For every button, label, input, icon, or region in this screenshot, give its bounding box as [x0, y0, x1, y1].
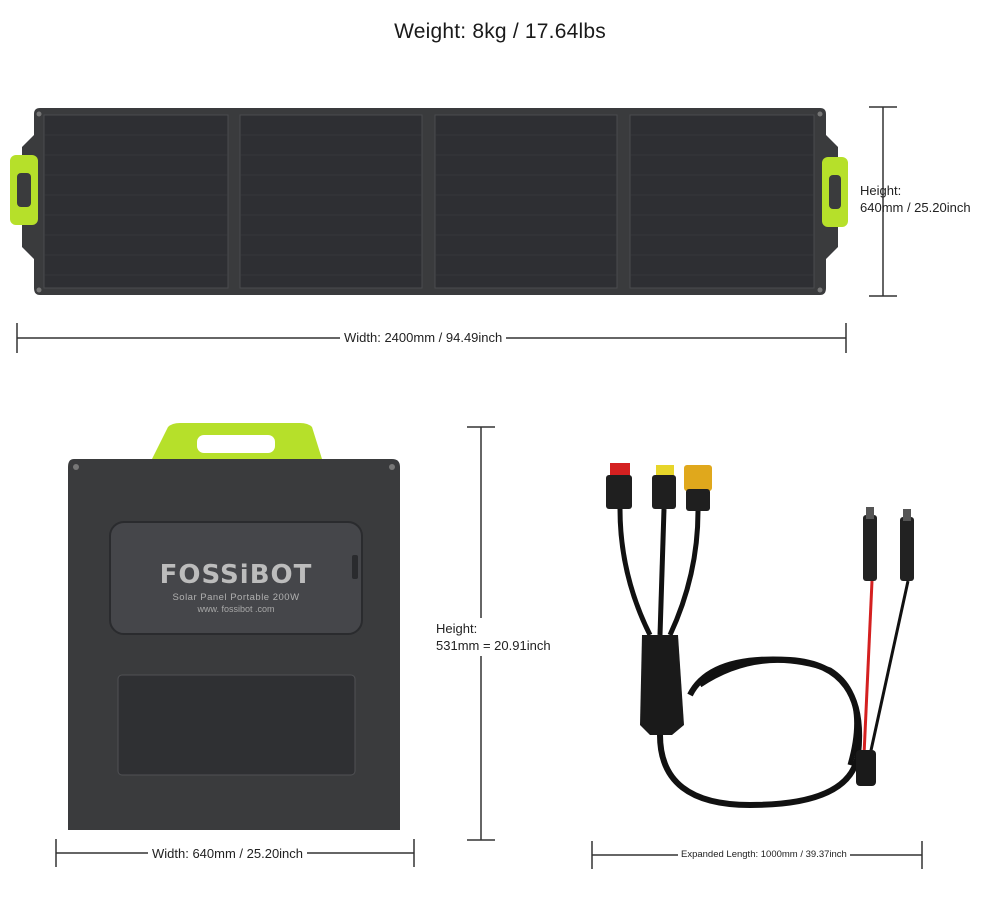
top-width-label: Width: 2400mm / 94.49inch [340, 330, 507, 345]
product-subtitle: Solar Panel Portable 200W [172, 592, 300, 603]
top-height-label: Height: 640mm / 25.20inch [860, 182, 971, 216]
weight-title: Weight: 8kg / 17.64lbs [394, 20, 606, 43]
folded-height-value: 531mm = 20.91inch [436, 638, 551, 653]
cable-length-label: Expanded Length: 1000mm / 39.37inch [678, 849, 850, 860]
product-website: www. fossibot .com [197, 604, 275, 614]
folded-height-caption: Height: [436, 621, 478, 636]
folded-solar-panel [55, 423, 495, 867]
extension-cable [591, 463, 923, 869]
unfolded-solar-panel [10, 106, 897, 353]
folded-width-label: Width: 640mm / 25.20inch [148, 846, 308, 861]
top-height-caption: Height: [860, 183, 902, 198]
top-height-value: 640mm / 25.20inch [860, 200, 971, 215]
brand-logo-text: FOSSiBOT [159, 560, 313, 590]
folded-height-label: Height: 531mm = 20.91inch [436, 618, 551, 656]
